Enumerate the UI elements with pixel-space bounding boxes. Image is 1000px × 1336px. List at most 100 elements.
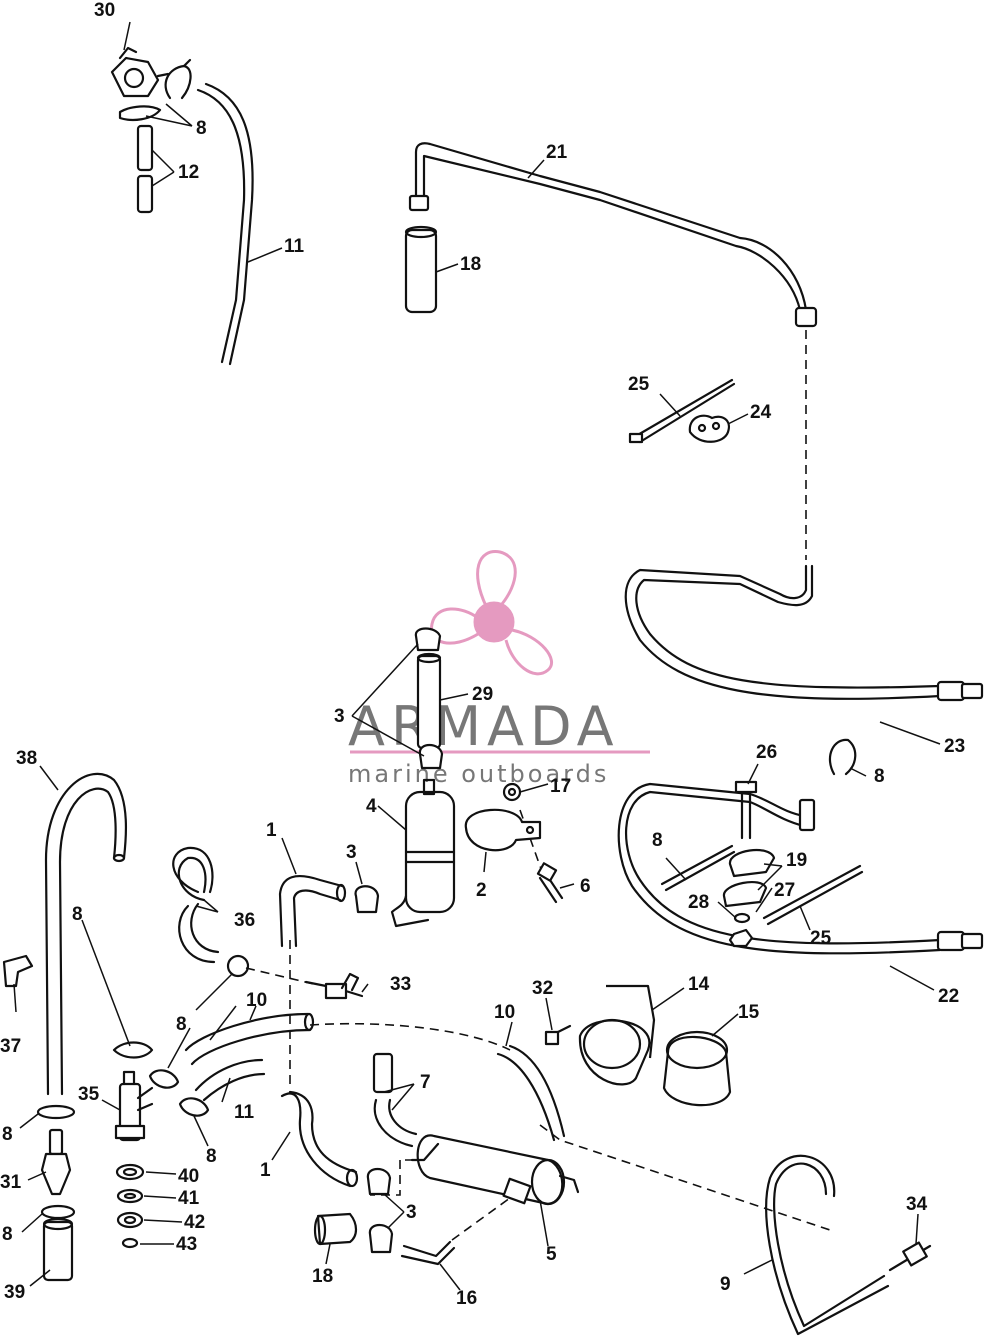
part-32-screw [544,1024,572,1046]
callout-4: 4 [366,796,377,817]
callout-29: 29 [472,684,493,705]
leader-lines [13,21,941,1291]
part-8-clamp-d [112,1041,154,1059]
callout-6: 6 [580,876,591,897]
callout-10: 10 [246,990,267,1011]
part-41-washer [116,1188,144,1204]
part-8-clamp-e [148,1069,180,1089]
callout-26: 26 [756,742,777,763]
part-25-tie-strap-upper [628,378,736,444]
callout-27: 27 [774,880,795,901]
callout-7: 7 [420,1072,431,1093]
callout-8: 8 [2,1224,13,1245]
part-8-clamp-g [36,1104,76,1120]
callout-17: 17 [550,776,571,797]
part-30-fuel-pump [110,46,170,98]
part-39-hose [42,1217,74,1282]
callout-8: 8 [652,830,663,851]
callout-19: 19 [786,850,807,871]
callout-39: 39 [4,1282,25,1303]
part-16-elbow-fitting [400,1240,456,1266]
callout-14: 14 [688,974,710,995]
watermark: ARMADA marine outboards [348,550,650,788]
watermark-brand: ARMADA [348,695,620,758]
part-11-hose-lower [194,1058,266,1102]
part-6-bolt [536,862,564,904]
callout-34: 34 [906,1194,928,1215]
callout-28: 28 [688,892,709,913]
callout-36: 36 [234,910,255,931]
propeller-icon [430,550,554,676]
part-31-fitting [40,1128,72,1196]
part-9-hose [765,1154,890,1336]
callout-25: 25 [810,928,832,949]
part-38-hose [44,772,128,1096]
callout-30: 30 [94,0,115,21]
callout-8: 8 [206,1146,217,1167]
callout-12: 12 [178,162,199,183]
part-12-hoses [136,124,154,214]
callout-10: 10 [494,1002,515,1023]
part-23-hose-assembly [624,564,984,702]
part-8-clamp-a [164,58,192,100]
part-8-clamp-h [40,1204,76,1220]
part-3-clamp-lower-a [366,1167,392,1196]
callout-15: 15 [738,1002,760,1023]
callout-22: 22 [938,986,959,1007]
callout-37: 37 [0,1036,21,1057]
callout-32: 32 [532,978,553,999]
part-24-grommet [688,414,730,443]
part-1-hose-upper [278,875,347,948]
part-37-bracket [2,954,34,988]
callout-9: 9 [720,1274,731,1295]
callout-35: 35 [78,1084,100,1105]
part-21-fuel-line [408,142,818,328]
watermark-tagline: marine outboards [348,760,609,788]
callout-16: 16 [456,1288,477,1309]
part-8-strap-right [660,844,736,892]
callout-11: 11 [234,1102,255,1123]
callout-8: 8 [72,904,83,925]
part-10-hose-left [184,1012,315,1066]
callout-5: 5 [546,1244,557,1265]
part-18-hose-lower [313,1212,358,1246]
part-36-hoses [172,846,220,964]
part-2-bracket [464,808,542,852]
callout-33: 33 [390,974,411,995]
callout-3: 3 [334,706,345,727]
part-3-clamp-lower-b [368,1223,394,1254]
callout-1: 1 [266,820,277,841]
part-43-o-ring [121,1237,139,1249]
callout-8: 8 [196,118,207,139]
callout-18: 18 [460,254,481,275]
callout-43: 43 [176,1234,197,1255]
callout-42: 42 [184,1212,205,1233]
part-19-clamp-halves [722,849,776,908]
part-14-filter-bracket [578,984,656,1086]
part-3-clamp-mid [418,743,444,770]
part-40-washer [115,1163,145,1181]
part-8-clamp-c [226,954,250,978]
part-28-nut [728,928,754,948]
part-5-water-separator [410,1134,580,1206]
callout-11: 11 [284,236,305,257]
part-10-hose-right [496,1044,566,1142]
callout-24: 24 [750,402,772,423]
part-4-fuel-filter [390,778,456,928]
part-8-clamp-f [178,1097,210,1117]
part-26-screw [734,780,758,840]
part-8-clamp-b [118,105,162,121]
part-42-nut [116,1211,144,1229]
callout-labels: 30 8 12 11 21 18 25 24 29 3 17 4 2 6 26 … [0,0,965,1309]
part-15-sleeve [662,1030,732,1107]
callout-3: 3 [406,1202,417,1223]
part-8-clamp-i [828,738,857,776]
callout-25: 25 [628,374,650,395]
part-11-hose-upper [196,82,254,366]
part-7-hoses [372,1052,418,1148]
part-3-clamp-top [414,627,442,652]
callout-31: 31 [0,1172,22,1193]
callout-41: 41 [178,1188,200,1209]
callout-1: 1 [260,1160,271,1181]
part-33-fitting [304,972,364,1000]
